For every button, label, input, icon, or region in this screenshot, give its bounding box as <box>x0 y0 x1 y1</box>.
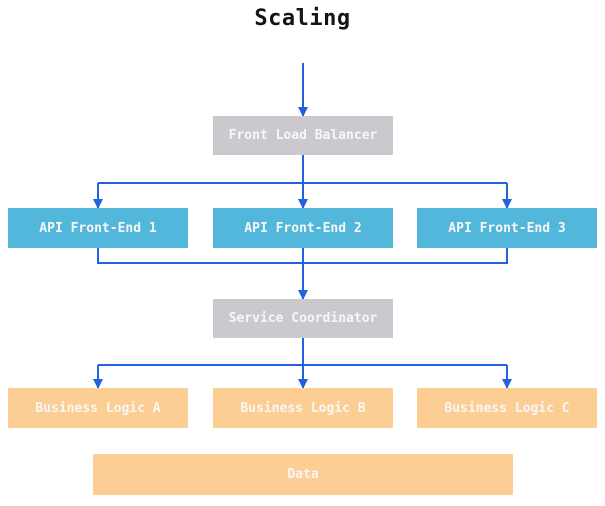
node-api-front-end-2: API Front-End 2 <box>213 208 393 248</box>
node-api-front-end-1: API Front-End 1 <box>8 208 188 248</box>
node-business-logic-a: Business Logic A <box>8 388 188 428</box>
node-business-logic-b: Business Logic B <box>213 388 393 428</box>
diagram-title: Scaling <box>254 6 351 31</box>
node-service-coordinator: Service Coordinator <box>213 299 393 338</box>
node-api-front-end-3: API Front-End 3 <box>417 208 597 248</box>
node-data: Data <box>93 454 513 495</box>
node-front-load-balancer: Front Load Balancer <box>213 116 393 155</box>
node-business-logic-c: Business Logic C <box>417 388 597 428</box>
